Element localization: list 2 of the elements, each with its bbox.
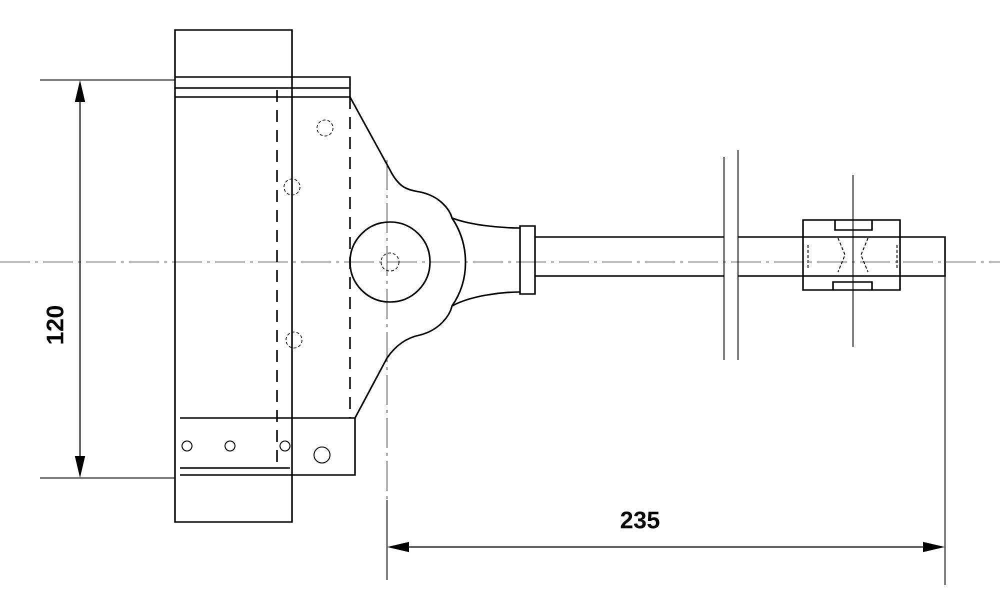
dimension-label: 235 bbox=[620, 512, 660, 529]
dimension-label: 120 bbox=[46, 306, 64, 344]
